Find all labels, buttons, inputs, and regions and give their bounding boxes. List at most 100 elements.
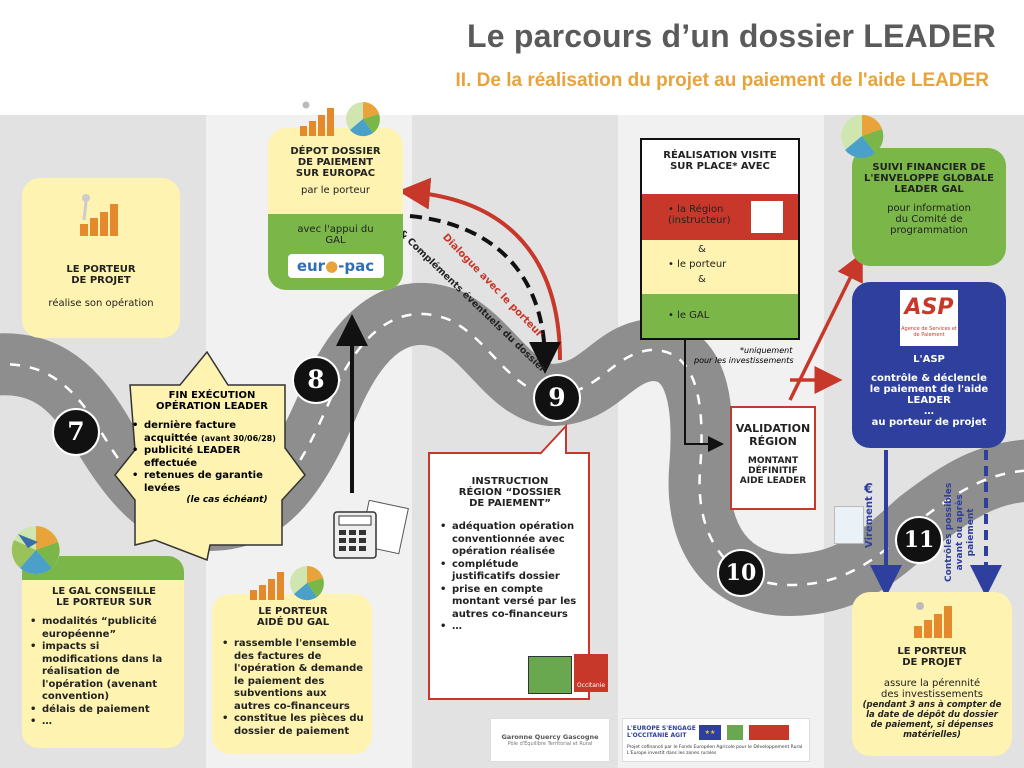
visite-gal-row: • le GAL — [642, 294, 798, 338]
bottom-chart-icon — [914, 602, 952, 638]
asp-title: L'ASP — [913, 354, 945, 365]
calculator-icon — [333, 500, 409, 559]
porteur-aide-title-2: AIDÉ DU GAL — [256, 617, 330, 628]
porteur-bottom-box: LE PORTEUR DE PROJET assure la pérennité… — [852, 592, 1012, 756]
visite-amp-1: & — [698, 244, 706, 255]
step-7: 7 — [52, 408, 100, 456]
validation-text-2: DÉFINITIF — [748, 466, 798, 476]
chart-man-icon — [80, 194, 118, 236]
visite-porteur-row: & • le porteur & — [642, 240, 798, 294]
asp-text-1: contrôle & déclencle — [871, 373, 987, 384]
asp-text-4: … — [924, 406, 934, 417]
visite-title-1: RÉALISATION VISITE — [663, 150, 777, 161]
region-logo-icon — [750, 200, 784, 234]
porteur-bottom-text-2: des investissements — [881, 689, 983, 700]
gal-conseille-list: modalités “publicité européenne” impacts… — [30, 616, 178, 729]
instruction-title-3: DE PAIEMENT” — [469, 498, 551, 509]
porteur-bottom-text-1: assure la pérennité — [883, 678, 981, 689]
pie-chart-icon — [834, 506, 864, 544]
instruction-item-2: complétude justificatifs dossier — [440, 559, 580, 584]
suivi-title-1: SUIVI FINANCIER DE — [872, 162, 986, 173]
gal-logo-icon — [11, 526, 60, 575]
instruction-item-1: adéquation opération conventionnée avec … — [440, 521, 580, 559]
aide-item-1: rassemble l'ensemble des factures de l'o… — [222, 638, 364, 713]
asp-text-2: le paiement de l'aide — [869, 384, 989, 395]
depot-box: DÉPOT DOSSIER DE PAIEMENT SUR EUROPAC pa… — [268, 128, 403, 290]
depot-sub: par le porteur — [301, 185, 370, 196]
porteur-top-box: LE PORTEUR DE PROJET réalise son opérati… — [22, 178, 180, 338]
visite-region-row: • la Région (instructeur) — [642, 194, 798, 240]
gal-item-1: modalités “publicité européenne” — [30, 616, 178, 641]
step-11: 11 — [895, 516, 943, 564]
suivi-text-3: programmation — [890, 225, 968, 236]
validation-text-3: AIDE LEADER — [739, 476, 807, 486]
europe-line-2: L'OCCITANIE AGIT — [627, 732, 687, 739]
step-8: 8 — [292, 356, 340, 404]
aide-chart-icon — [250, 572, 284, 600]
europe-footer-logos: L'EUROPE S'ENGAGE L'OCCITANIE AGIT ★★ Pr… — [622, 718, 810, 762]
controles-line-2: avant ou après — [955, 494, 965, 571]
gal-footer-logo: Garonne Quercy Gascogne Pôle d'Équilibre… — [490, 718, 610, 762]
gal-conseille-title-2: LE PORTEUR SUR — [56, 597, 152, 608]
controles-block: Contrôles possibles avant ou après paiem… — [944, 483, 977, 582]
depot-appui-1: avec l'appui du — [297, 224, 374, 235]
porteur-bottom-title-2: DE PROJET — [902, 657, 962, 668]
suivi-gal-icon — [841, 114, 884, 158]
feader-line-2: L'Europe investit dans les zones rurales — [627, 751, 717, 756]
porteur-aide-box: LE PORTEUR AIDÉ DU GAL rassemble l'ensem… — [212, 594, 372, 754]
visite-region-1: • la Région — [668, 204, 724, 215]
validation-box: VALIDATION RÉGION MONTANT DÉFINITIF AIDE… — [730, 406, 816, 510]
asp-text-5: au porteur de projet — [871, 417, 987, 428]
asp-logo: ASP Agence de Services et de Paiement — [900, 290, 958, 346]
gal-item-3: délais de paiement — [30, 704, 178, 717]
porteur-top-text: réalise son opération — [48, 298, 154, 309]
visite-note-1: *uniquement — [740, 346, 793, 355]
leader-small-icon — [727, 725, 743, 740]
fin-execution-title-1: FIN EXÉCUTION — [168, 390, 256, 401]
euro-icon: € — [864, 482, 874, 497]
porteur-top-title-1: LE PORTEUR — [66, 264, 136, 275]
asp-box: ASP Agence de Services et de Paiement L'… — [852, 282, 1006, 448]
leader-logo — [528, 656, 572, 694]
occitanie-small-icon — [749, 725, 789, 740]
virement-label: Virement — [864, 496, 875, 548]
visite-note-2: pour les investissements — [694, 356, 794, 365]
depot-title-1: DÉPOT DOSSIER — [290, 146, 381, 157]
visite-box: RÉALISATION VISITE SUR PLACE* AVEC • la … — [640, 138, 800, 340]
instruction-item-3: prise en compte montant versé par les au… — [440, 584, 580, 622]
europe-line-1: L'EUROPE S'ENGAGE — [627, 725, 696, 732]
europac-logo: eur●-pac — [287, 254, 384, 278]
instruction-title-2: RÉGION “DOSSIER — [458, 487, 562, 498]
fin-execution-block: FIN EXÉCUTION OPÉRATION LEADER dernière … — [132, 390, 292, 505]
page-title: Le parcours d’un dossier LEADER — [467, 18, 996, 54]
fin-item-3-note: (le cas échéant) — [186, 495, 268, 505]
step-9: 9 — [533, 374, 581, 422]
instruction-list: adéquation opération conventionnée avec … — [440, 521, 580, 634]
suivi-title-2: L'ENVELOPPE GLOBALE — [864, 173, 994, 184]
controles-line-1: Contrôles possibles — [944, 482, 954, 582]
asp-text-3: LEADER — [907, 395, 951, 406]
suivi-text-2: du Comité de — [895, 214, 963, 225]
page-subtitle: II. De la réalisation du projet au paiem… — [455, 70, 989, 91]
aide-gal-icon — [290, 566, 324, 601]
suivi-text-1: pour information — [887, 203, 971, 214]
visite-porteur: • le porteur — [668, 259, 727, 270]
visite-region-2: (instructeur) — [668, 215, 731, 226]
instruction-title-1: INSTRUCTION — [471, 476, 549, 487]
visite-gal: • le GAL — [668, 310, 710, 321]
gal-conseille-box: LE GAL CONSEILLE LE PORTEUR SUR modalité… — [22, 580, 184, 748]
validation-title-2: RÉGION — [749, 435, 797, 448]
fin-execution-title-2: OPÉRATION LEADER — [156, 401, 268, 412]
gal-item-2: impacts si modifications dans la réalisa… — [30, 641, 178, 704]
gal-item-4: … — [30, 716, 178, 729]
depot-title-2: DE PAIEMENT — [297, 157, 374, 168]
aide-item-2: constitue les pièces du dossier de paiem… — [222, 713, 364, 738]
suivi-title-3: LEADER GAL — [894, 184, 964, 195]
eu-flag-icon: ★★ — [699, 725, 721, 740]
step-10: 10 — [717, 549, 765, 597]
depot-title-3: SUR EUROPAC — [295, 168, 376, 179]
validation-title-1: VALIDATION — [735, 422, 811, 435]
depot-appui-2: GAL — [325, 235, 346, 246]
